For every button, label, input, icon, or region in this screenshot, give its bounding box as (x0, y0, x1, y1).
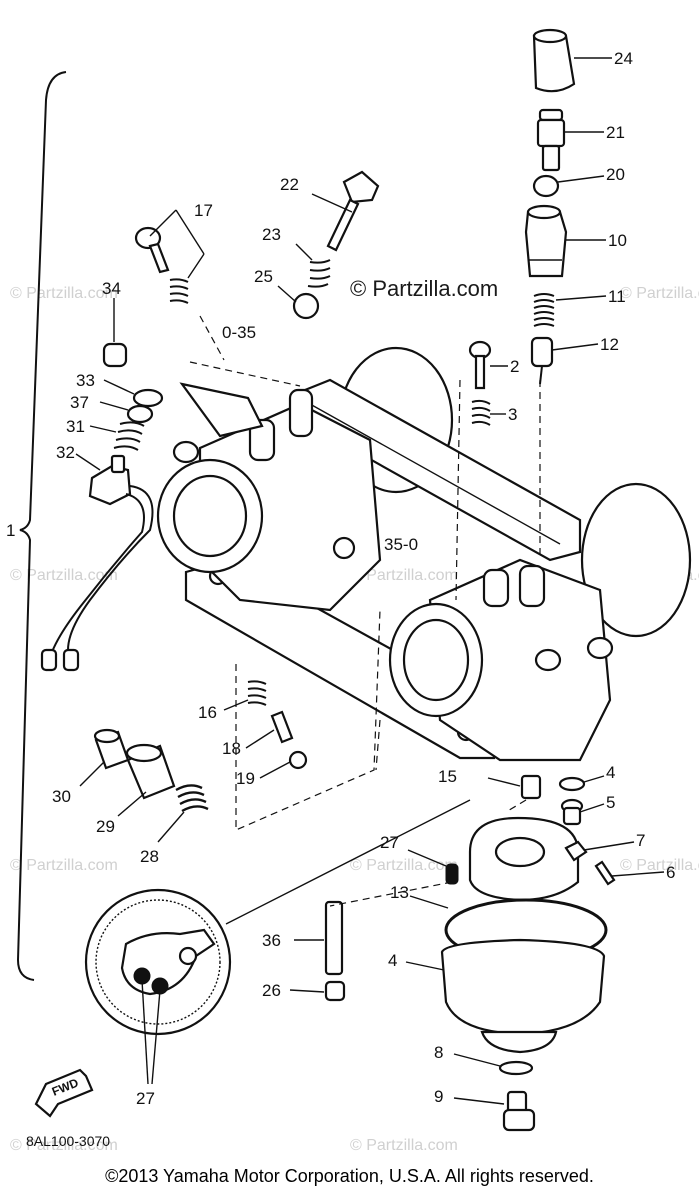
callout-37: 37 (70, 393, 89, 412)
part-9-drain-plug (502, 1090, 536, 1132)
callout-24: 24 (614, 49, 633, 68)
callout-12: 12 (600, 335, 619, 354)
watermark: © Partzilla.com (10, 567, 118, 584)
part-28-spring (175, 784, 209, 813)
callout-16: 16 (198, 703, 217, 722)
callout-4-washer: 4 (606, 763, 615, 782)
part-34-cap (102, 342, 128, 368)
watermark: © Partzilla.com (350, 1137, 458, 1154)
detail-link-line (225, 799, 471, 925)
callout-35-mid: 35-0 (384, 535, 418, 554)
callout-5: 5 (606, 793, 615, 812)
callout-34: 34 (102, 279, 121, 298)
callout-22: 22 (280, 175, 299, 194)
part-31-spring (113, 421, 145, 451)
watermark: © Partzilla.com (10, 1137, 118, 1154)
part-22-screw (326, 170, 380, 252)
callout-23: 23 (262, 225, 281, 244)
copyright-notice: ©2013 Yamaha Motor Corporation, U.S.A. A… (105, 1166, 594, 1186)
callout-28: 28 (140, 847, 159, 866)
part-5-jet (560, 798, 584, 826)
watermark: © Partzilla.com (620, 285, 699, 302)
part-2-screw (468, 340, 492, 390)
part-25-seat (292, 292, 320, 320)
watermark: © Partzilla.com (350, 857, 458, 874)
callout-2: 2 (510, 357, 519, 376)
callout-18: 18 (222, 739, 241, 758)
callout-13: 13 (390, 883, 409, 902)
watermark: © Partzilla.com (10, 285, 118, 302)
part-27-screw (445, 863, 459, 885)
part-7-needle (564, 840, 588, 862)
float-assembly (468, 816, 580, 902)
part-3-spring (471, 399, 491, 426)
part-23-spring (307, 259, 331, 288)
carburetor-assembly (156, 346, 692, 762)
part-24-cap (532, 28, 576, 93)
watermark: © Partzilla.com (620, 857, 699, 874)
callout-27-top: 27 (380, 833, 399, 852)
part-11-spring (533, 293, 555, 327)
callout-17: 17 (194, 201, 213, 220)
part-15-jet (520, 774, 542, 800)
part-4-bowl (440, 938, 606, 1054)
part-10-body (524, 204, 568, 278)
fwd-arrow: FWD (34, 1068, 94, 1118)
callout-11: 11 (608, 287, 626, 306)
callout-8: 8 (434, 1043, 443, 1062)
callout-25: 25 (254, 267, 273, 286)
dashed-guide (189, 315, 541, 907)
callout-21: 21 (606, 123, 625, 142)
callout-30: 30 (52, 787, 71, 806)
watermark: © Partzilla.com (350, 567, 458, 584)
partzilla-watermark: © Partzilla.com (350, 276, 498, 301)
callout-1: 1 (6, 521, 15, 540)
callouts: 24 21 20 10 11 12 22 17 23 25 0-35 34 33… (52, 49, 675, 1108)
part-37-ring (126, 404, 154, 424)
part-26-nut (324, 980, 346, 1002)
part-20-nut (532, 174, 560, 198)
assembly-bracket (16, 71, 67, 981)
detail-view (84, 888, 232, 1085)
callout-26: 26 (262, 981, 281, 1000)
part-17-spring (169, 278, 189, 304)
part-18-pin (270, 710, 294, 744)
callout-4-bowl: 4 (388, 951, 397, 970)
watermark: © Partzilla.com (10, 857, 118, 874)
callout-32: 32 (56, 443, 75, 462)
part-33-washer (132, 388, 164, 408)
callout-31: 31 (66, 417, 85, 436)
callout-9: 9 (434, 1087, 443, 1106)
callout-7: 7 (636, 831, 645, 850)
part-17-screw (134, 226, 170, 274)
diagram-code: 8AL100-3070 (26, 1133, 110, 1149)
callout-36: 36 (262, 931, 281, 950)
part-6-pin (594, 860, 616, 886)
part-12-plunger (530, 336, 554, 385)
part-32-starter-plunger (40, 454, 154, 672)
callout-29: 29 (96, 817, 115, 836)
callout-27-detail: 27 (136, 1089, 155, 1108)
callout-20: 20 (606, 165, 625, 184)
part-16-spring (247, 680, 267, 706)
part-29-diaphragm (125, 743, 176, 800)
callout-leaders (75, 57, 665, 1105)
part-8-washer (498, 1060, 534, 1076)
callout-33: 33 (76, 371, 95, 390)
part-30-cap (93, 728, 130, 770)
part-19-ball (288, 750, 308, 770)
dashed-group-16-19 (235, 609, 381, 831)
part-21-screw (536, 108, 566, 172)
callout-10: 10 (608, 231, 627, 250)
callout-6: 6 (666, 863, 675, 882)
callout-19: 19 (236, 769, 255, 788)
callout-35-top: 0-35 (222, 323, 256, 342)
callout-15: 15 (438, 767, 457, 786)
part-4-washer-top (558, 776, 586, 792)
callout-3: 3 (508, 405, 517, 424)
part-36-stud (324, 900, 344, 976)
